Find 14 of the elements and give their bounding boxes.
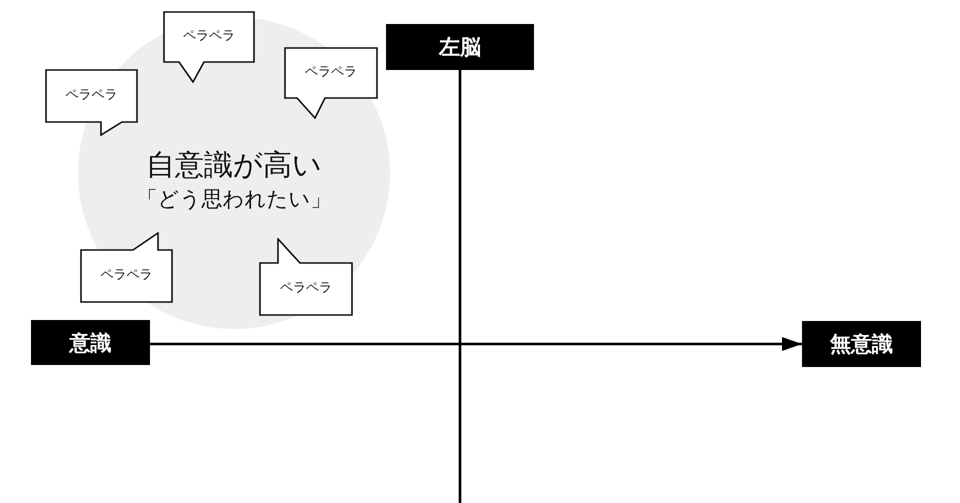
circle-heading: 自意識が高い — [146, 148, 322, 182]
axis-label: 左脳 — [386, 24, 534, 70]
bubble-text: ペラペラ — [305, 66, 357, 80]
bubble-text: ペラペラ — [280, 282, 332, 296]
circle-subheading: 「どう思われたい」 — [136, 186, 332, 212]
speech-bubble — [45, 69, 138, 136]
connector-line — [458, 70, 462, 503]
axis-label: 意識 — [31, 320, 150, 365]
bubble-text: ペラペラ — [100, 268, 152, 284]
bubble-text: ペラペラ — [183, 30, 235, 44]
speech-bubble — [163, 11, 255, 83]
arrow — [150, 337, 802, 351]
bubble-text: ペラペラ — [66, 88, 118, 104]
axis-label: 無意識 — [802, 321, 921, 367]
